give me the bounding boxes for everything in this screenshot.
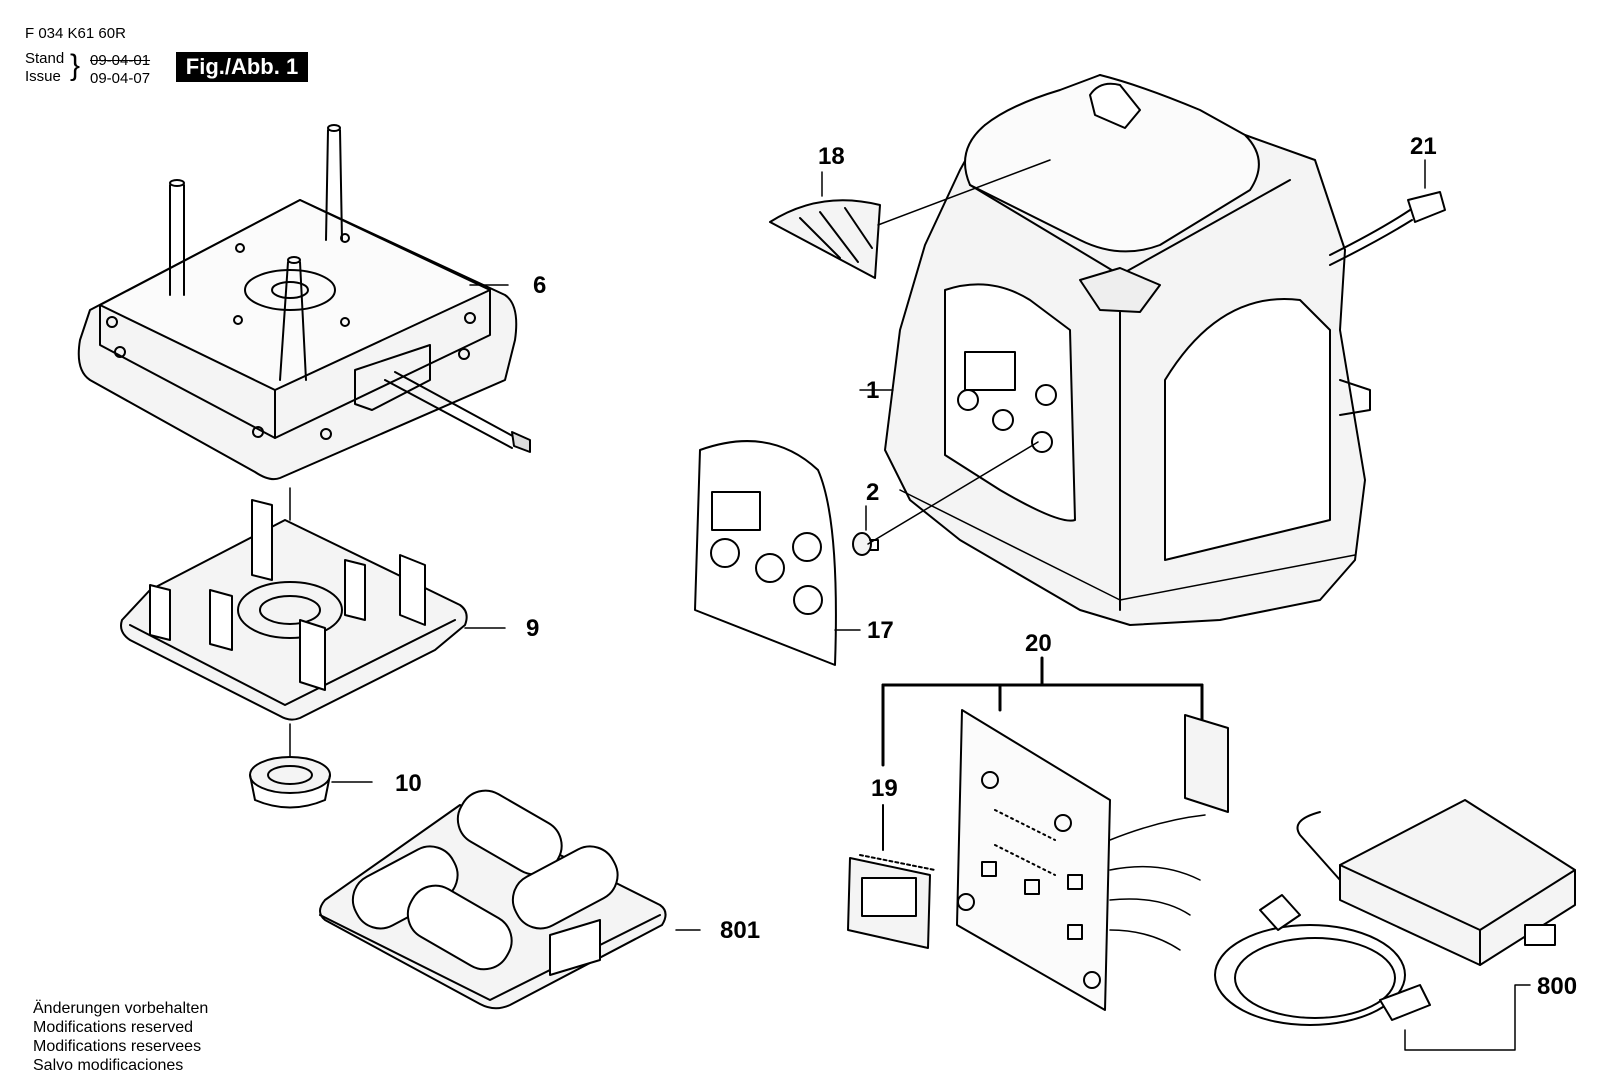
part-10-ring (249, 756, 331, 809)
stand-label: Stand (25, 50, 65, 67)
leader-18 (877, 159, 1051, 226)
callout-19: 19 (871, 775, 898, 802)
callout-2: 2 (866, 479, 879, 506)
callout-17: 17 (867, 617, 894, 644)
part-18-window (769, 199, 881, 279)
part-2-button (852, 532, 879, 556)
footer-line: Änderungen vorbehalten (33, 1000, 209, 1017)
callout-10: 10 (395, 770, 422, 797)
callout-800: 800 (1537, 973, 1577, 1000)
callout-6: 6 (533, 272, 546, 299)
footer-line: Salvo modificaciones (33, 1057, 184, 1074)
footer-notes: Änderungen vorbehalten Modifications res… (33, 999, 208, 1075)
callout-21: 21 (1410, 133, 1437, 160)
brace-glyph: } (70, 49, 81, 82)
leader-2 (867, 441, 1039, 545)
leader-800 (1404, 984, 1531, 1051)
stand-date: 09-04-01 (90, 52, 151, 69)
part-17-keypad (694, 440, 837, 666)
part-21-cable (1329, 191, 1446, 266)
issue-label: Issue (25, 68, 61, 85)
part-number: F 034 K61 60R (25, 25, 126, 42)
part-1-housing (884, 74, 1371, 626)
part-9-holder (120, 499, 468, 721)
callout-9: 9 (526, 615, 539, 642)
footer-line: Modifications reservees (33, 1038, 202, 1055)
part-19-display (847, 854, 936, 949)
part-6-base-housing (77, 124, 531, 481)
part-801-battery-pack (319, 789, 667, 1010)
callout-1: 1 (866, 377, 879, 404)
part-800-adapter (1214, 799, 1576, 1026)
part-20-board (956, 709, 1229, 1011)
figure-label: Fig./Abb. 1 (176, 52, 308, 82)
callout-20: 20 (1025, 630, 1052, 657)
callout-801: 801 (720, 917, 760, 944)
footer-line: Modifications reserved (33, 1019, 194, 1036)
callout-18: 18 (818, 143, 845, 170)
issue-date: 09-04-07 (90, 70, 151, 87)
